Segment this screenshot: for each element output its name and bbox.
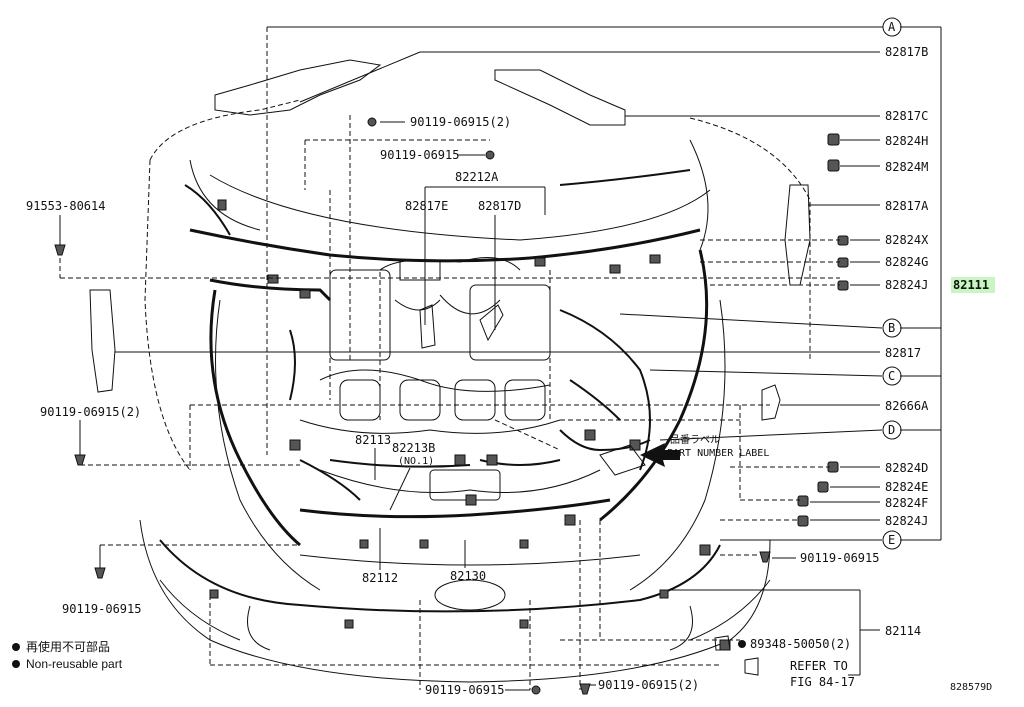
bottom-leaders — [374, 448, 796, 691]
label-90119-06915-2-bottom[interactable]: 90119-06915(2) — [598, 678, 699, 692]
label-82817[interactable]: 82817 — [885, 346, 921, 360]
label-82824e[interactable]: 82824E — [885, 480, 928, 494]
svg-text:E: E — [888, 533, 895, 547]
svg-text:B: B — [888, 321, 895, 335]
label-82666a[interactable]: 82666A — [885, 399, 929, 413]
grommet-icons — [714, 635, 759, 676]
label-90119-06915-left[interactable]: 90119-06915 — [62, 602, 141, 616]
protector-82817 — [89, 289, 116, 393]
left-leader-lines — [59, 121, 485, 570]
svg-text:D: D — [888, 423, 895, 437]
svg-text:C: C — [888, 369, 895, 383]
label-90119-06915-upper[interactable]: 90119-06915 — [380, 148, 459, 162]
label-82817a[interactable]: 82817A — [885, 199, 929, 213]
clamp-icons-right — [797, 133, 849, 527]
bolt-icon — [74, 454, 86, 466]
right-bracket-frame — [266, 26, 942, 541]
label-82824m[interactable]: 82824M — [885, 160, 928, 174]
non-reusable-markers — [12, 640, 746, 668]
legend-en: Non-reusable part — [26, 657, 123, 671]
label-82824d[interactable]: 82824D — [885, 461, 928, 475]
svg-text:A: A — [888, 20, 896, 34]
label-82824j-top[interactable]: 82824J — [885, 278, 928, 292]
figure-id: 828579D — [950, 682, 992, 693]
bolt-icon — [485, 150, 495, 160]
bolt-icon — [367, 117, 377, 127]
label-89348-50050-2[interactable]: 89348-50050(2) — [750, 637, 851, 651]
label-82824x[interactable]: 82824X — [885, 233, 929, 247]
label-82817c[interactable]: 82817C — [885, 109, 928, 123]
ref-circle-e: E — [882, 530, 902, 550]
right-leader-lines — [115, 51, 883, 676]
label-82112[interactable]: 82112 — [362, 571, 398, 585]
label-82113[interactable]: 82113 — [355, 433, 391, 447]
label-82817d[interactable]: 82817D — [478, 199, 521, 213]
bolt-icon — [54, 244, 66, 256]
bolt-icon — [94, 567, 106, 579]
ref-circle-b: B — [882, 318, 902, 338]
harness-connectors — [209, 199, 731, 651]
protector-82817c — [494, 69, 626, 126]
label-90119-06915-right[interactable]: 90119-06915 — [800, 551, 879, 565]
bolt-icon — [579, 683, 591, 695]
label-82213b-note: (NO.1) — [398, 456, 434, 467]
relay-block-82666a — [761, 384, 781, 421]
label-82130[interactable]: 82130 — [450, 569, 486, 583]
label-82111[interactable]: 82111 — [953, 278, 989, 292]
label-82824j-bottom[interactable]: 82824J — [885, 514, 928, 528]
label-90119-06915-2-top[interactable]: 90119-06915(2) — [410, 115, 511, 129]
label-90119-06915-2-left[interactable]: 90119-06915(2) — [40, 405, 141, 419]
dashed-leaders — [59, 115, 840, 690]
label-82114[interactable]: 82114 — [885, 624, 921, 638]
engine-block-sketch — [299, 257, 601, 501]
bolt-icons — [54, 117, 771, 695]
ref-circle-a: A — [882, 17, 902, 37]
label-82824f[interactable]: 82824F — [885, 496, 928, 510]
label-91553-80614[interactable]: 91553-80614 — [26, 199, 105, 213]
part-labels: 82817B 82817C 82824H 82824M 82817A 82824… — [26, 45, 995, 697]
vehicle-body-outline — [139, 99, 811, 683]
highlight-82111 — [951, 277, 995, 293]
ref-circle-c: C — [882, 366, 902, 386]
label-82817e[interactable]: 82817E — [405, 199, 448, 213]
bolt-icon — [531, 685, 541, 695]
part-number-label-marker — [599, 443, 680, 476]
legend-jp: 再使用不可部品 — [26, 639, 110, 654]
ref-circle-d: D — [882, 420, 902, 440]
bolt-icon — [759, 551, 771, 563]
label-82213b[interactable]: 82213B — [392, 441, 435, 455]
protector-82817b — [214, 59, 382, 116]
label-82817b[interactable]: 82817B — [885, 45, 928, 59]
label-refer-line2[interactable]: FIG 84-17 — [790, 675, 855, 689]
label-82824h[interactable]: 82824H — [885, 134, 928, 148]
label-90119-06915-bottom[interactable]: 90119-06915 — [425, 683, 504, 697]
label-refer-line1[interactable]: REFER TO — [790, 659, 848, 673]
center-top-bracket — [419, 186, 546, 349]
part-number-label-en: PART NUMBER LABEL — [667, 448, 769, 459]
label-82824g[interactable]: 82824G — [885, 255, 928, 269]
part-number-label-jp: 品番ラベル — [670, 434, 720, 446]
protector-82817a — [784, 184, 811, 286]
label-82212a[interactable]: 82212A — [455, 170, 499, 184]
